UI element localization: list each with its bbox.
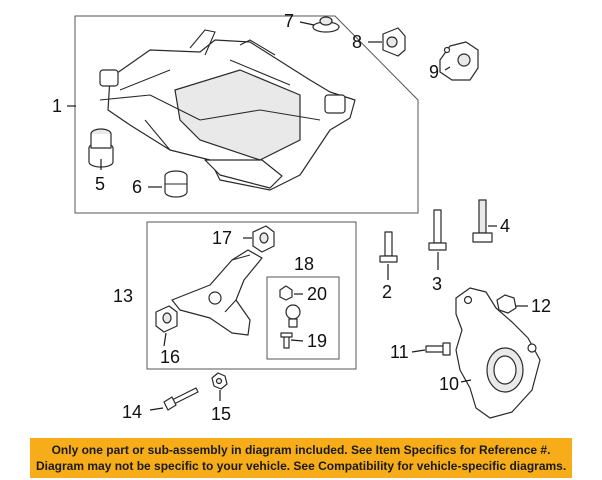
bushing-17 bbox=[252, 225, 275, 253]
callout-10: 10 bbox=[439, 374, 459, 394]
bushing-16 bbox=[155, 305, 178, 333]
ball-joint bbox=[285, 304, 301, 328]
nut-20 bbox=[279, 285, 293, 301]
callout-5: 5 bbox=[95, 174, 105, 194]
callout-15: 15 bbox=[211, 404, 231, 424]
control-arm-drawing bbox=[171, 249, 263, 336]
disclaimer-line-1: Only one part or sub-assembly in diagram… bbox=[51, 443, 551, 457]
callout-9: 9 bbox=[429, 62, 439, 82]
callout-11: 11 bbox=[390, 342, 409, 362]
bushing-5 bbox=[88, 128, 114, 168]
callout-14: 14 bbox=[122, 402, 142, 422]
disclaimer-banner: Only one part or sub-assembly in diagram… bbox=[30, 438, 572, 478]
bolt-14 bbox=[163, 387, 199, 411]
callout-3: 3 bbox=[432, 274, 442, 294]
callout-19: 19 bbox=[307, 331, 327, 351]
bolt-4 bbox=[472, 199, 493, 243]
bolt-2 bbox=[379, 231, 398, 263]
callout-4: 4 bbox=[500, 216, 510, 236]
nut-12 bbox=[496, 294, 517, 314]
bolt-11 bbox=[425, 342, 451, 356]
subframe-drawing bbox=[99, 29, 356, 191]
knuckle-10 bbox=[455, 287, 541, 419]
callout-8: 8 bbox=[352, 32, 362, 52]
callout-16: 16 bbox=[160, 347, 180, 367]
callout-2: 2 bbox=[382, 282, 392, 302]
callout-20: 20 bbox=[307, 284, 327, 304]
callout-7: 7 bbox=[284, 11, 294, 31]
nut-15 bbox=[211, 372, 228, 390]
leader-lines bbox=[67, 21, 528, 411]
control-arm-group-box bbox=[146, 221, 357, 370]
bolt-19 bbox=[280, 332, 293, 349]
callout-18: 18 bbox=[294, 254, 314, 274]
callout-12: 12 bbox=[531, 296, 551, 316]
callout-17: 17 bbox=[212, 228, 232, 248]
callout-13: 13 bbox=[113, 286, 133, 306]
ball-joint-group-box bbox=[266, 276, 340, 360]
mount-7 bbox=[312, 16, 340, 33]
bolt-3 bbox=[428, 209, 447, 251]
bracket-9 bbox=[439, 41, 479, 81]
bushing-6 bbox=[164, 170, 188, 198]
callout-6: 6 bbox=[132, 177, 142, 197]
bushing-8 bbox=[382, 27, 406, 57]
callout-1: 1 bbox=[52, 96, 62, 116]
subframe-group-outline bbox=[74, 15, 419, 214]
disclaimer-line-2: Diagram may not be specific to your vehi… bbox=[36, 459, 567, 473]
